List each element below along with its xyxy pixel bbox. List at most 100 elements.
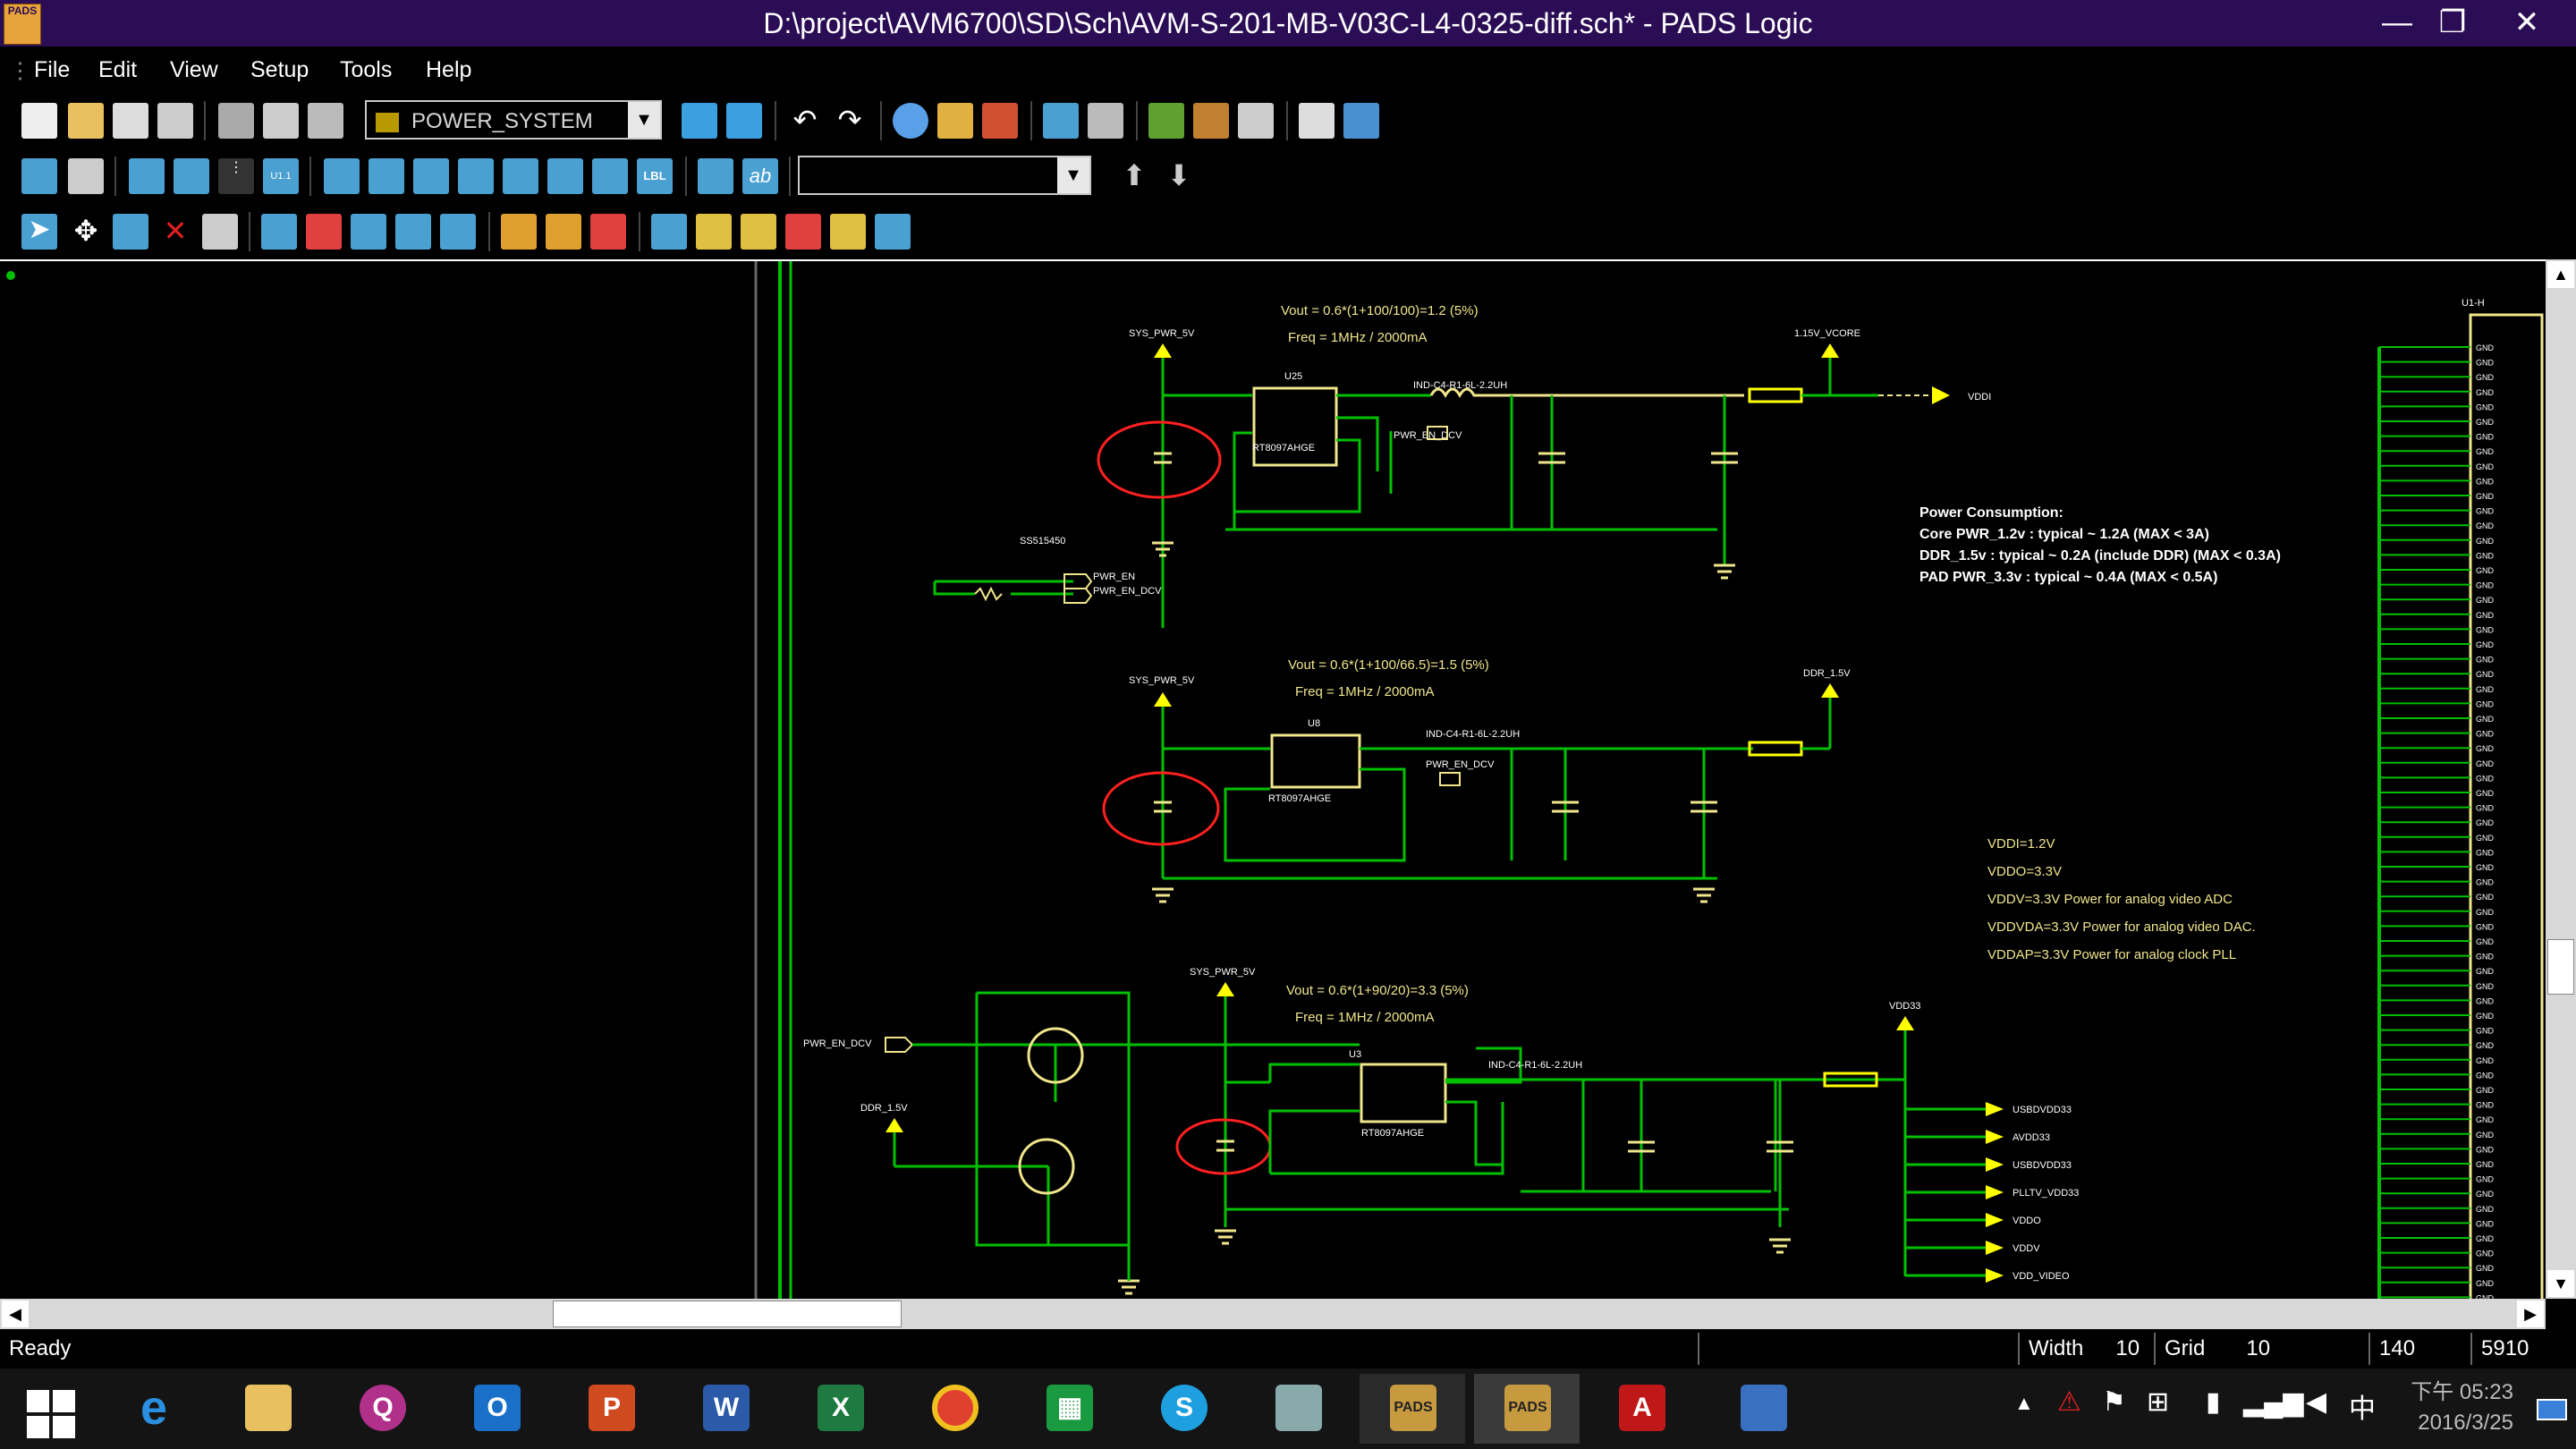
compare-icon[interactable] bbox=[1238, 103, 1274, 139]
pin-icon[interactable]: ⋮ bbox=[218, 158, 254, 194]
system-clock[interactable]: 下午 05:23 2016/3/25 bbox=[2411, 1377, 2513, 1438]
split-bus-icon[interactable] bbox=[547, 158, 583, 194]
import-icon[interactable] bbox=[1088, 103, 1123, 139]
move-icon[interactable]: ✥ bbox=[73, 215, 98, 247]
net-select[interactable]: ▼ bbox=[798, 156, 1091, 195]
add-wire-icon[interactable] bbox=[503, 158, 538, 194]
taskbar-excel[interactable]: X bbox=[787, 1374, 893, 1444]
add-gate-icon[interactable] bbox=[174, 158, 209, 194]
delete-icon[interactable]: ✕ bbox=[163, 215, 188, 247]
start-button[interactable] bbox=[0, 1374, 106, 1444]
menu-tools[interactable]: Tools bbox=[340, 57, 393, 82]
select-arrow-icon[interactable]: ➤ bbox=[21, 214, 57, 250]
tool-icon[interactable] bbox=[982, 103, 1018, 139]
tray-windows-icon[interactable]: ⊞ bbox=[2147, 1387, 2170, 1417]
add-offpage-icon[interactable] bbox=[369, 158, 404, 194]
open-folder-icon[interactable] bbox=[68, 103, 104, 139]
menu-help[interactable]: Help bbox=[426, 57, 472, 82]
swap-icon[interactable] bbox=[395, 214, 431, 250]
netlist-icon[interactable] bbox=[1343, 103, 1379, 139]
volume-icon[interactable]: ◀ bbox=[2306, 1387, 2327, 1417]
arrow-up-icon[interactable]: ⬆ bbox=[1122, 159, 1147, 191]
scroll-right-icon[interactable]: ▶ bbox=[2517, 1301, 2544, 1327]
board-icon[interactable] bbox=[1193, 103, 1229, 139]
menu-view[interactable]: View bbox=[170, 57, 218, 82]
web-icon[interactable] bbox=[893, 103, 928, 139]
add-connection-icon[interactable] bbox=[324, 158, 360, 194]
add-power-icon[interactable] bbox=[592, 158, 628, 194]
sheet-select[interactable]: POWER_SYSTEM ▼ bbox=[365, 100, 662, 140]
scroll-up-icon[interactable]: ▲ bbox=[2547, 261, 2574, 288]
attribute-icon[interactable] bbox=[741, 214, 776, 250]
design-toolbar-icon[interactable] bbox=[21, 158, 57, 194]
paste-icon[interactable] bbox=[308, 103, 343, 139]
add-part-icon[interactable] bbox=[129, 158, 165, 194]
taskbar-calculator[interactable]: ▦ bbox=[1016, 1374, 1122, 1444]
menu-file[interactable]: File bbox=[34, 57, 71, 82]
add-text-button[interactable]: ab bbox=[742, 158, 778, 194]
split-icon[interactable] bbox=[546, 214, 581, 250]
swap-pin-icon[interactable] bbox=[440, 214, 476, 250]
report-icon[interactable] bbox=[1299, 103, 1335, 139]
signal-icon[interactable]: ▂▄▆ bbox=[2243, 1387, 2304, 1417]
notification-icon[interactable] bbox=[2537, 1399, 2567, 1420]
add-label-button[interactable]: LBL bbox=[637, 158, 673, 194]
menu-edit[interactable]: Edit bbox=[98, 57, 138, 82]
tray-acrobat-icon[interactable]: ⚠ bbox=[2057, 1387, 2081, 1417]
select-filter-icon[interactable] bbox=[682, 103, 717, 139]
arrow-down-icon[interactable]: ⬇ bbox=[1166, 159, 1191, 191]
cut-icon[interactable] bbox=[218, 103, 254, 139]
taskbar-word[interactable]: W bbox=[673, 1374, 778, 1444]
taskbar-ie[interactable]: e bbox=[100, 1374, 206, 1444]
taskbar-remote[interactable] bbox=[1710, 1374, 1816, 1444]
ab-edit-icon[interactable] bbox=[785, 214, 821, 250]
scroll-down-icon[interactable]: ▼ bbox=[2547, 1270, 2574, 1297]
copy-to-icon[interactable] bbox=[830, 214, 866, 250]
edit-props-icon[interactable] bbox=[202, 214, 238, 250]
taskbar-qoppa[interactable]: Q bbox=[329, 1374, 435, 1444]
restore-button[interactable]: ❐ bbox=[2438, 5, 2467, 39]
add-2d-line-icon[interactable] bbox=[698, 158, 733, 194]
redo-icon[interactable]: ↷ bbox=[837, 104, 862, 136]
minimize-button[interactable]: — bbox=[2382, 5, 2412, 39]
pcb-icon[interactable] bbox=[1148, 103, 1184, 139]
menu-setup[interactable]: Setup bbox=[250, 57, 309, 82]
part-ref-button[interactable]: U1.1 bbox=[263, 158, 299, 194]
battery-icon[interactable]: ▮ bbox=[2206, 1387, 2221, 1417]
taskbar-explorer[interactable] bbox=[215, 1374, 320, 1444]
schematic-canvas[interactable]: Vout = 0.6*(1+100/100)=1.2 (5%) Freq = 1… bbox=[0, 259, 2546, 1302]
print-icon[interactable] bbox=[157, 103, 193, 139]
horizontal-scrollbar[interactable]: ◀ ▶ bbox=[0, 1299, 2546, 1329]
taskbar-pads-2[interactable]: PADS bbox=[1474, 1374, 1580, 1444]
route-icon[interactable] bbox=[113, 214, 148, 250]
taskbar-outlook[interactable]: O bbox=[444, 1374, 549, 1444]
add-bus-icon[interactable] bbox=[413, 158, 449, 194]
properties-icon[interactable] bbox=[68, 158, 104, 194]
taskbar-viewer[interactable] bbox=[1245, 1374, 1351, 1444]
library-icon[interactable] bbox=[937, 103, 973, 139]
chevron-down-icon[interactable]: ▼ bbox=[628, 102, 660, 138]
taskbar-skype[interactable]: S bbox=[1131, 1374, 1236, 1444]
add-corner-icon[interactable] bbox=[501, 214, 537, 250]
copy-icon[interactable] bbox=[263, 103, 299, 139]
pin-edit-icon[interactable] bbox=[696, 214, 732, 250]
undo-icon[interactable]: ↶ bbox=[792, 104, 818, 136]
vertical-scrollbar[interactable]: ▲ ▼ bbox=[2546, 259, 2576, 1299]
replace-icon[interactable] bbox=[875, 214, 911, 250]
miter-icon[interactable] bbox=[590, 214, 626, 250]
taskbar-acrobat[interactable]: A bbox=[1589, 1374, 1694, 1444]
bus-entry-icon[interactable] bbox=[458, 158, 494, 194]
flip-icon[interactable] bbox=[306, 214, 342, 250]
select-filter-2-icon[interactable] bbox=[726, 103, 762, 139]
taskbar-powerpoint[interactable]: P bbox=[558, 1374, 664, 1444]
scroll-left-icon[interactable]: ◀ bbox=[2, 1301, 29, 1327]
horizontal-scroll-thumb[interactable] bbox=[553, 1301, 902, 1327]
close-button[interactable]: ✕ bbox=[2513, 5, 2540, 39]
mirror-icon[interactable] bbox=[351, 214, 386, 250]
vertical-scroll-thumb[interactable] bbox=[2547, 939, 2574, 995]
tray-flag-icon[interactable]: ⚑ bbox=[2102, 1387, 2126, 1417]
save-icon[interactable] bbox=[113, 103, 148, 139]
export-icon[interactable] bbox=[1043, 103, 1079, 139]
pads-app-icon[interactable]: PADS bbox=[4, 4, 41, 45]
rotate-icon[interactable] bbox=[261, 214, 297, 250]
